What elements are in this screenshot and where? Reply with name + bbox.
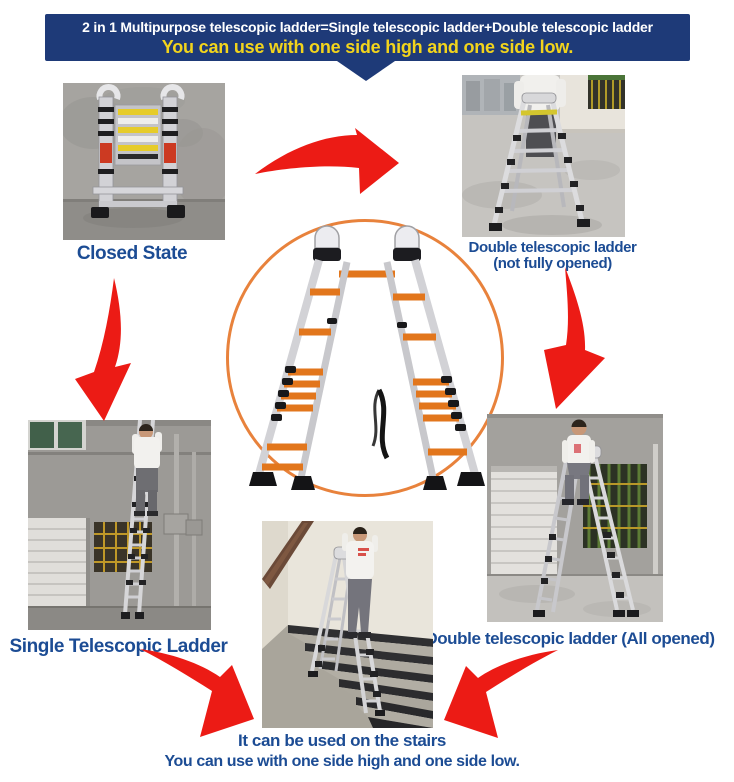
banner-pointer-triangle xyxy=(337,61,395,81)
photo-double-partial xyxy=(462,75,625,237)
center-circle xyxy=(226,219,504,497)
caption-stairs-line1: It can be used on the stairs xyxy=(238,731,446,750)
opened-ladder-illustration xyxy=(533,445,639,617)
closed-ladder-scene xyxy=(63,83,225,240)
caption-single-ladder: Single Telescopic Ladder xyxy=(9,636,228,657)
caption-stairs-line2: You can use with one side high and one s… xyxy=(164,753,520,770)
caption-closed-state: Closed State xyxy=(76,243,188,264)
closed-ladder-illustration xyxy=(91,84,185,218)
climbing-person-figure xyxy=(132,424,162,516)
product-ladder-illustration xyxy=(249,225,485,490)
double-all-scene xyxy=(487,414,663,622)
curved-arrow-bottom-right-icon xyxy=(442,646,560,741)
stairs-scene xyxy=(262,521,433,728)
photo-single-ladder xyxy=(28,420,211,630)
photo-closed-state xyxy=(63,83,225,240)
banner-line2: You can use with one side high and one s… xyxy=(161,37,574,57)
curved-arrow-right-down-icon xyxy=(541,266,611,412)
curved-arrow-bottom-left-icon xyxy=(138,645,256,740)
sitting-person-figure xyxy=(562,419,595,505)
photo-double-all-opened xyxy=(487,414,663,622)
curved-arrow-top-right-icon xyxy=(253,128,400,195)
caption-double-partial-line1: Double telescopic ladder xyxy=(468,239,637,256)
stairs-person-figure xyxy=(342,527,378,638)
single-ladder-scene xyxy=(28,420,211,630)
banner-line1: 2 in 1 Multipurpose telescopic ladder=Si… xyxy=(82,19,653,35)
caption-double-partial: Double telescopic ladder (not fully open… xyxy=(455,240,650,272)
double-partial-scene xyxy=(462,75,625,237)
strap xyxy=(376,388,390,460)
curved-arrow-left-down-icon xyxy=(68,277,138,422)
photo-stairs xyxy=(262,521,433,728)
caption-double-partial-line2: (not fully opened) xyxy=(493,255,612,272)
a-frame-ladder-illustration xyxy=(489,92,590,231)
top-banner: 2 in 1 Multipurpose telescopic ladder=Si… xyxy=(45,14,690,61)
caption-double-all-opened: Double telescopic ladder (All opened) xyxy=(425,629,715,648)
